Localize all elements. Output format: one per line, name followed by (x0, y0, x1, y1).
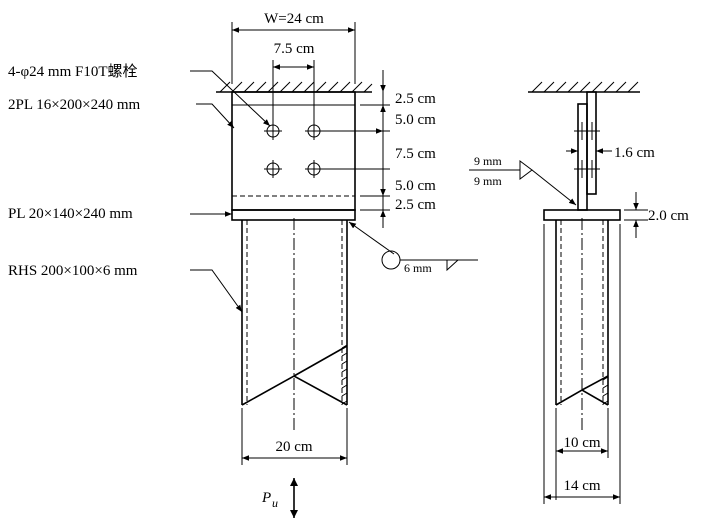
dim-edge-2-label: 5.0 cm (395, 178, 436, 194)
side-weld-symbol: 9 mm 9 mm (469, 154, 577, 206)
plate-thickness-dimension: 1.6 cm (566, 145, 655, 161)
side-end-plate-width-dimension: 14 cm (543, 224, 621, 504)
splice-plate (231, 91, 356, 211)
leader-labels: 4-φ24 mm F10T螺栓 2PL 16×200×240 mm PL 20×… (8, 63, 271, 313)
front-view: W=24 cm 7.5 cm (8, 11, 478, 518)
bolt-hole (264, 122, 282, 140)
side-weld-bottom-label: 9 mm (474, 174, 502, 188)
splice-plate-callout: 2PL 16×200×240 mm (8, 97, 141, 113)
weld-all-around-icon (381, 250, 401, 270)
bolt-holes (264, 122, 323, 178)
dim-bottom-edge-label: 2.5 cm (395, 197, 436, 213)
rhs-member (241, 218, 348, 430)
rhs-width-label: 10 cm (563, 435, 600, 451)
end-plate-thickness-label: 2.0 cm (648, 208, 689, 224)
end-plate-thickness-dimension: 2.0 cm (624, 192, 689, 238)
rhs-depth-dimension: 20 cm (241, 408, 348, 465)
front-weld-size-label: 6 mm (404, 261, 432, 275)
dim-edge-1-label: 5.0 cm (395, 112, 436, 128)
side-view: 1.6 cm 9 mm 9 mm 2.0 cm (469, 81, 689, 504)
side-splice-plates (574, 91, 600, 211)
side-weld-top-label: 9 mm (474, 154, 502, 168)
axial-load: P u (261, 478, 298, 518)
bolt-spacing-dimension: 7.5 cm (272, 41, 315, 124)
side-rhs-width-dimension: 10 cm (555, 408, 609, 500)
rhs-depth-label: 20 cm (275, 439, 312, 455)
front-ceiling-support (216, 81, 373, 93)
load-symbol: P (261, 490, 271, 506)
end-plate-width-label: 14 cm (563, 478, 600, 494)
load-subscript: u (272, 496, 278, 510)
side-ceiling-support (528, 81, 640, 93)
bolt-hole (264, 160, 282, 178)
plate-thickness-label: 1.6 cm (614, 145, 655, 161)
dim-pitch-label: 7.5 cm (395, 146, 436, 162)
side-rhs-member (555, 218, 609, 430)
vertical-dimension-chain: 2.5 cm 5.0 cm 7.5 cm 5.0 cm 2.5 cm (320, 70, 436, 228)
front-weld-symbol: 6 mm (348, 221, 478, 275)
rhs-callout: RHS 200×100×6 mm (8, 263, 138, 279)
width-dimension: W=24 cm (231, 11, 356, 84)
bolt-spacing-label: 7.5 cm (274, 41, 315, 57)
width-label: W=24 cm (264, 11, 324, 27)
bolt-callout: 4-φ24 mm F10T螺栓 (8, 63, 138, 80)
end-plate-callout: PL 20×140×240 mm (8, 206, 133, 222)
dim-top-edge-label: 2.5 cm (395, 91, 436, 107)
